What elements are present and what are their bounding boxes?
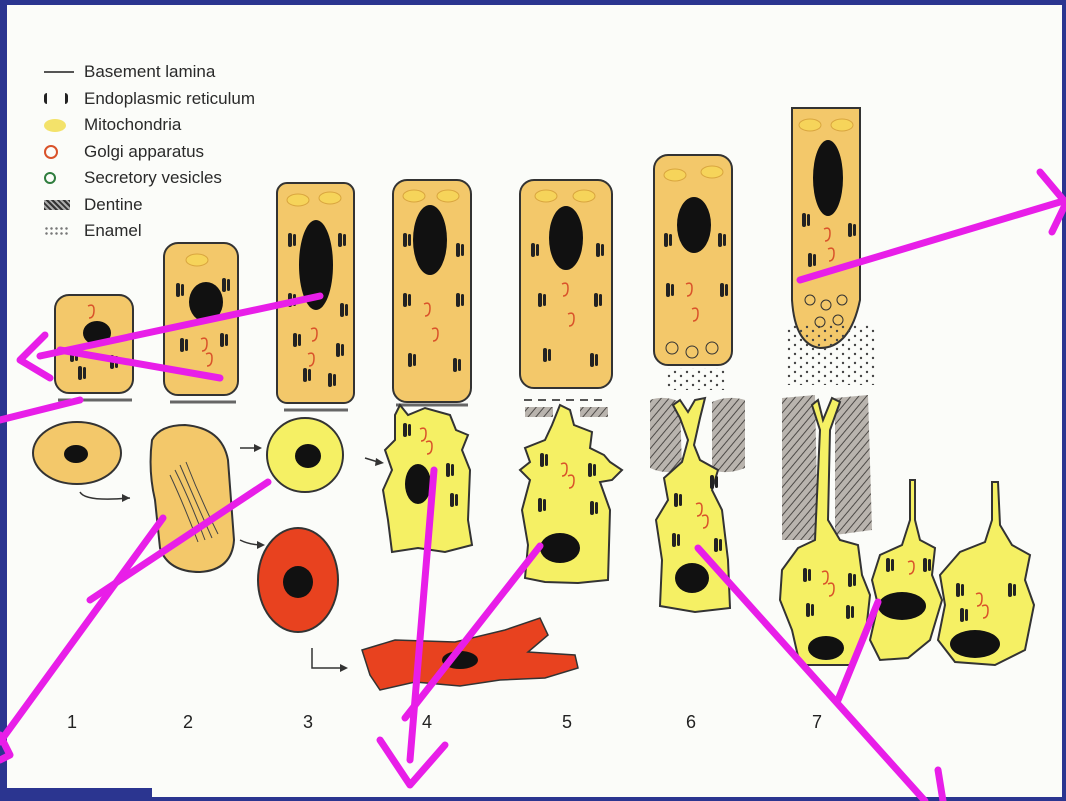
- stage-number-4: 4: [422, 712, 432, 733]
- legend-label: Enamel: [84, 218, 142, 245]
- legend-item-endoplasmic-reticulum: Endoplasmic reticulum: [44, 86, 255, 113]
- legend-label: Dentine: [84, 192, 143, 219]
- stage-5-ameloblast: [520, 180, 612, 417]
- golgi-icon: [44, 145, 58, 159]
- stage-4-ameloblast: [393, 180, 471, 405]
- legend-label: Secretory vesicles: [84, 165, 222, 192]
- legend: Basement lamina Endoplasmic reticulum Mi…: [44, 59, 255, 245]
- line-icon: [44, 71, 74, 73]
- slide-footer-block: [0, 788, 152, 801]
- legend-label: Basement lamina: [84, 59, 215, 86]
- stage-number-1: 1: [67, 712, 77, 733]
- stage-7-ameloblast: [785, 108, 877, 385]
- legend-label: Endoplasmic reticulum: [84, 86, 255, 113]
- legend-item-golgi: Golgi apparatus: [44, 139, 255, 166]
- stage-number-5: 5: [562, 712, 572, 733]
- stage-3-red-cell: [258, 528, 348, 672]
- vesicle-icon: [44, 172, 56, 184]
- legend-item-mitochondria: Mitochondria: [44, 112, 255, 139]
- legend-item-dentine: Dentine: [44, 192, 255, 219]
- stage-7-odontoblast-3: [938, 482, 1034, 665]
- stage-number-3: 3: [303, 712, 313, 733]
- legend-label: Golgi apparatus: [84, 139, 204, 166]
- stage-3-odontoblast: [240, 418, 343, 492]
- stage-6-ameloblast: [654, 155, 732, 390]
- stage-4-odontoblast: [365, 405, 472, 552]
- stage-number-2: 2: [183, 712, 193, 733]
- enamel-icon: [44, 226, 70, 236]
- legend-item-enamel: Enamel: [44, 218, 255, 245]
- stage-number-7: 7: [812, 712, 822, 733]
- dentine-icon: [44, 200, 70, 210]
- stage-4-fibroblast: [362, 618, 578, 690]
- legend-item-basement-lamina: Basement lamina: [44, 59, 255, 86]
- stage-1-preodontoblast: [33, 422, 130, 502]
- stage-7-odontoblast-2: [870, 480, 942, 660]
- legend-label: Mitochondria: [84, 112, 181, 139]
- arrow-stage2-down: [0, 518, 163, 742]
- mitochondria-icon: [44, 119, 66, 132]
- legend-item-secretory-vesicles: Secretory vesicles: [44, 165, 255, 192]
- arrow-edge-left: [0, 400, 80, 420]
- er-icon: [44, 93, 68, 104]
- stage-number-6: 6: [686, 712, 696, 733]
